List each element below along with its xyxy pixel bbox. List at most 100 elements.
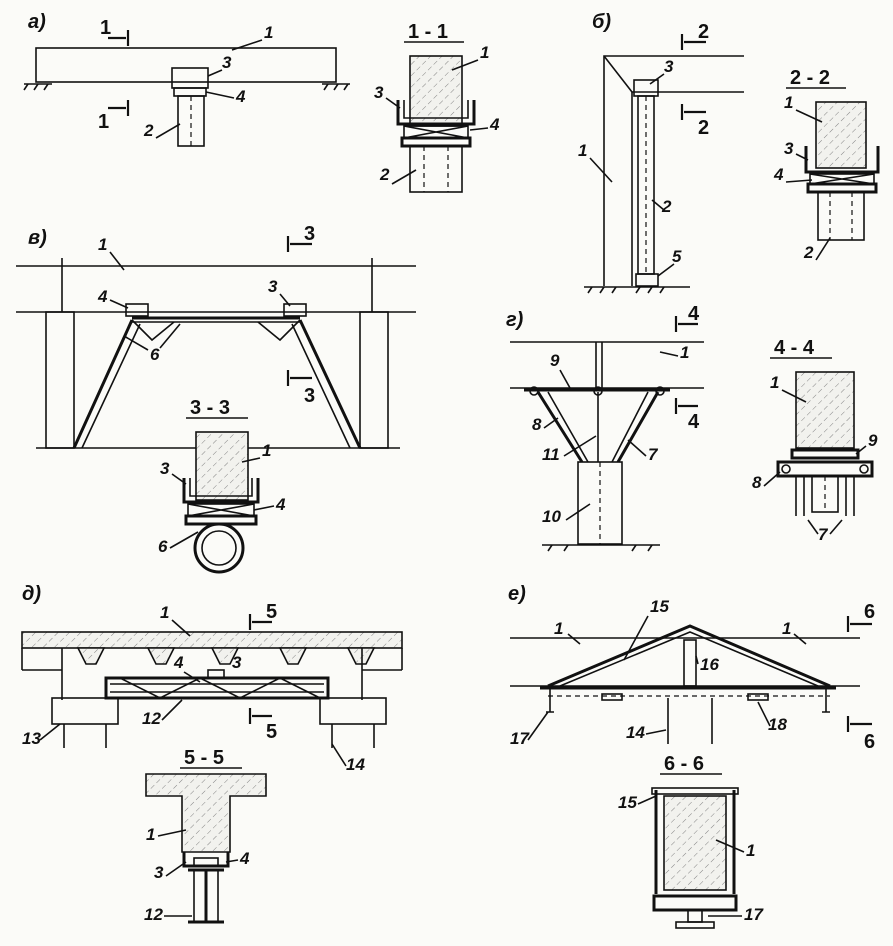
label: 1: [784, 93, 793, 112]
panel-e: е) 6 6 1 1 15 16 17 14 18: [508, 583, 875, 753]
panel-e-title: е): [508, 583, 526, 605]
label: 11: [542, 445, 560, 464]
beam-section: [815, 101, 867, 169]
label: 9: [550, 351, 560, 370]
section-1-1: 1 - 1 1 3 4 2: [374, 21, 500, 193]
section-title: 1 - 1: [408, 21, 448, 43]
label: 1: [264, 23, 273, 42]
column-right: [359, 311, 389, 449]
section-5-5: 5 - 5 1 4 3 12: [144, 747, 267, 924]
beam-section: [195, 431, 249, 501]
slab: [21, 631, 403, 649]
panel-a: а) 1 1 1 3 4 2: [23, 11, 350, 147]
cut-mark: 1: [100, 17, 111, 39]
struts: [536, 391, 660, 463]
hangers: [546, 688, 830, 713]
cut-mark: 4: [688, 303, 700, 325]
label: 13: [22, 729, 41, 748]
label: 1: [160, 603, 169, 622]
cut-mark: 5: [266, 721, 277, 743]
beam: [35, 47, 337, 83]
side-struts: [654, 790, 736, 894]
section-title: 4 - 4: [774, 337, 815, 359]
post: [637, 95, 655, 275]
label: 1: [262, 441, 271, 460]
section-4-4: 4 - 4 1 9 8 7: [752, 337, 878, 544]
section-2-2: 2 - 2 1 3 4 2: [773, 67, 880, 262]
label: 4: [97, 287, 108, 306]
label: 3: [268, 277, 278, 296]
cut-mark: 3: [304, 223, 315, 245]
label: 7: [818, 525, 829, 544]
cut-mark: 2: [698, 117, 709, 139]
label: 15: [618, 793, 637, 812]
cap-beams: [776, 460, 874, 478]
label: 1: [480, 43, 489, 62]
label: 2: [661, 197, 672, 216]
panel-b: б) 2 2 3 1 2 5: [578, 11, 744, 294]
label: 2: [803, 243, 814, 262]
channel: [396, 100, 476, 126]
label: 8: [532, 415, 542, 434]
label: 6: [158, 537, 168, 556]
label: 3: [160, 459, 170, 478]
label: 12: [144, 905, 163, 924]
label: 1: [782, 619, 791, 638]
label: 3: [664, 57, 674, 76]
label: 2: [379, 165, 390, 184]
label: 4: [173, 653, 184, 672]
label: 10: [542, 507, 561, 526]
label: 1: [146, 825, 155, 844]
cut-mark: 3: [304, 385, 315, 407]
ribs: [76, 647, 376, 665]
panel-a-title: а): [28, 11, 46, 33]
label: 5: [672, 247, 682, 266]
struts: [795, 476, 855, 516]
beam-section: [409, 55, 463, 127]
jack: [193, 857, 219, 867]
section-title: 3 - 3: [190, 397, 230, 419]
panel-g: г) 4 4 1 9 8 11 7 10: [506, 303, 704, 552]
pad: [747, 693, 769, 701]
support-left: [51, 697, 119, 725]
panel-g-title: г): [506, 309, 524, 331]
label: 3: [374, 83, 384, 102]
base-jack: [635, 273, 659, 287]
cap-plate: [790, 448, 860, 460]
cut-mark: 2: [698, 21, 709, 43]
section-title: 5 - 5: [184, 747, 224, 769]
jack-right: [283, 303, 307, 317]
jack: [633, 79, 659, 97]
label: 4: [773, 165, 784, 184]
label: 1: [680, 343, 689, 362]
label: 3: [784, 139, 794, 158]
label: 1: [746, 841, 755, 860]
beam-section: [795, 371, 855, 449]
truss-struts: [72, 319, 362, 449]
plate: [400, 136, 472, 148]
jack-pad: [173, 87, 207, 97]
beam: [16, 265, 416, 313]
label: 7: [648, 445, 659, 464]
label: 14: [346, 755, 365, 774]
post: [177, 95, 205, 147]
label: 1: [578, 141, 587, 160]
label: 1: [98, 235, 107, 254]
jack-post: [683, 639, 697, 687]
beam-walls: [21, 648, 403, 700]
plate: [806, 182, 878, 194]
jack-box: [171, 67, 209, 89]
label: 2: [143, 121, 154, 140]
column-outline: [667, 698, 713, 744]
panel-d-title: д): [22, 583, 41, 605]
channel: [182, 852, 230, 868]
jack-pad: [675, 921, 715, 929]
jack-left: [125, 303, 149, 317]
pipe-section: [193, 522, 245, 574]
label: 17: [510, 729, 530, 748]
label: 1: [554, 619, 563, 638]
label: 12: [142, 709, 161, 728]
panel-v: в) 3 3 1 4 3 6: [16, 223, 416, 449]
cut-mark: 6: [864, 731, 875, 753]
